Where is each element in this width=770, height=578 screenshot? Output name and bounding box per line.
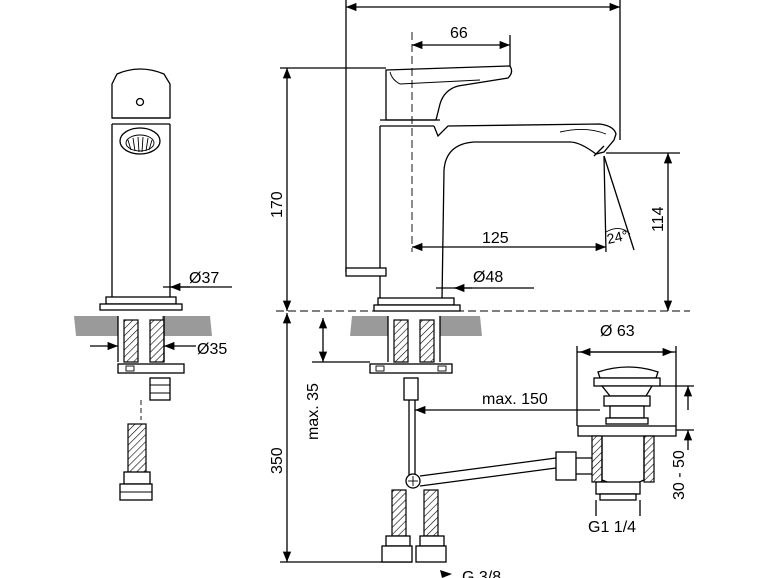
dim-waste-range: 30 - 50 — [671, 450, 688, 500]
dim-waste-thread: G1 1/4 — [588, 519, 636, 536]
dim-hole-diameter: Ø35 — [197, 341, 227, 358]
countertop-side — [350, 316, 388, 336]
dim-max-thickness: max. 35 — [305, 383, 322, 440]
dim-height: 170 — [269, 191, 286, 218]
dim-spout-angle: 24° — [605, 227, 629, 247]
dim-rod-distance: max. 150 — [482, 391, 548, 408]
dim-spout-reach: 66 — [450, 25, 468, 42]
front-view: Ø37 Ø35 — [74, 68, 232, 501]
dim-connection-thread: G 3/8 — [462, 569, 501, 578]
countertop-front — [74, 316, 118, 336]
connection-arrow — [440, 570, 452, 578]
aerator-icon — [119, 127, 161, 155]
dim-plug-diameter: Ø 63 — [600, 323, 635, 340]
side-handle — [385, 65, 513, 121]
dim-base-diameter-front: Ø37 — [189, 270, 219, 287]
dim-spout-height: 114 — [650, 206, 667, 232]
front-handle — [111, 68, 171, 119]
handle-indicator — [135, 97, 145, 107]
side-view: 66 170 114 24° 125 — [269, 0, 694, 578]
dim-base-diameter-side: Ø48 — [473, 269, 503, 286]
waste-valve — [555, 366, 677, 501]
dim-pipe-length: 350 — [269, 447, 286, 474]
dim-spout-projection: 125 — [482, 230, 509, 247]
